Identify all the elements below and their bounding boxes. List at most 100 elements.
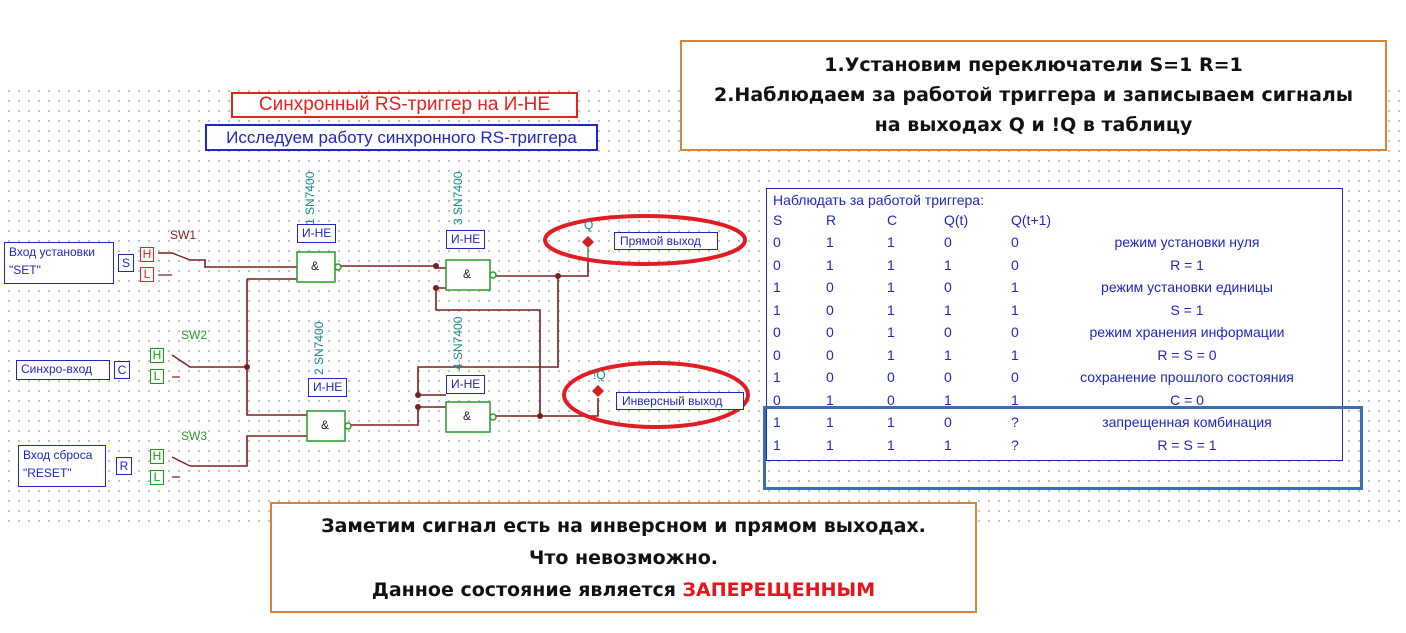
table-cell: 1 xyxy=(826,391,834,408)
inverse-output-label: Инверсный выход xyxy=(616,392,744,410)
table-row: 1 1 1 0? запрещенная комбинация xyxy=(767,414,1344,436)
circuit-title: Синхронный RS-триггер на И-НЕ xyxy=(231,92,578,118)
table-cell: 0 xyxy=(773,234,781,250)
table-cell: 0 xyxy=(826,324,834,340)
clock-signal: C xyxy=(114,361,130,379)
instruction-line-3: на выходах Q и !Q в таблицу xyxy=(874,114,1193,136)
gate-symbol-4: & xyxy=(463,409,472,423)
reset-signal: R xyxy=(116,457,132,475)
conclusion-prefix: Данное состояние является xyxy=(371,579,683,601)
sw3-high-toggle[interactable]: H xyxy=(150,449,164,464)
table-cell: 0 xyxy=(944,414,952,430)
instruction-note: 1.Установим переключатели S=1 R=1 2.Набл… xyxy=(680,40,1387,151)
table-cell: 1 xyxy=(773,301,781,318)
gate-symbol-3: & xyxy=(463,267,472,281)
table-cell: 0 xyxy=(773,391,781,408)
set-signal: S xyxy=(118,254,134,272)
chip-label-3: 3 SN7400 xyxy=(451,171,465,225)
table-cell: 1 xyxy=(773,436,781,453)
table-row-note: запрещенная комбинация xyxy=(1102,414,1272,430)
table-cell: 1 xyxy=(1011,301,1019,318)
table-cell: 0 xyxy=(944,234,952,250)
table-row-note: режим установки единицы xyxy=(1101,279,1273,295)
table-row-note: R = 1 xyxy=(1170,256,1204,273)
set-input-label-line1: Вход установки xyxy=(9,245,96,259)
table-cell: 1 xyxy=(773,414,781,430)
reset-input-label: Вход сброса "RESET" xyxy=(18,445,106,487)
table-cell: 1 xyxy=(887,414,895,430)
table-cell: 1 xyxy=(887,256,895,273)
sw1-low-toggle[interactable]: L xyxy=(140,267,154,282)
table-cell: 1 xyxy=(826,256,834,273)
table-cell: 1 xyxy=(826,234,834,250)
table-cell: 1 xyxy=(773,369,781,385)
table-cell: 0 xyxy=(826,346,834,363)
table-cell: ? xyxy=(1011,414,1019,430)
instruction-line-2: 2.Наблюдаем за работой триггера и записы… xyxy=(713,84,1354,106)
table-cell: 1 xyxy=(1011,279,1019,295)
gate-type-label-4: И-НЕ xyxy=(446,375,486,394)
q-pin-label: Q xyxy=(584,218,594,232)
table-row-note: R = S = 0 xyxy=(1157,346,1217,363)
table-cell: 0 xyxy=(887,369,895,385)
table-cell: 1 xyxy=(1011,346,1019,363)
table-cell: 0 xyxy=(826,279,834,295)
set-input-label: Вход установки "SET" xyxy=(4,242,114,284)
not-q-pin-label: !Q xyxy=(593,368,606,382)
table-cell: 1 xyxy=(887,301,895,318)
table-cell: 0 xyxy=(826,301,834,318)
table-row-note: C = 0 xyxy=(1170,391,1204,408)
clock-input-label-line1: Синхро-вход xyxy=(21,362,92,376)
table-row-note: режим хранения информации xyxy=(1089,324,1285,340)
switch-name-sw1: SW1 xyxy=(170,228,197,242)
chip-label-1: 1 SN7400 xyxy=(303,171,317,225)
sw3-low-toggle[interactable]: L xyxy=(150,470,164,485)
table-row: 1 0 1 1 1 S = 1 xyxy=(767,302,1344,324)
gate-type-label-2: И-НЕ xyxy=(308,378,348,397)
sw2-low-toggle[interactable]: L xyxy=(150,369,164,384)
header-qt1: Q(t+1) xyxy=(1011,212,1052,228)
table-row-note: R = S = 1 xyxy=(1157,436,1217,453)
conclusion-line-3: Данное состояние является ЗАПЕРЕЩЕННЫМ xyxy=(272,574,975,606)
chip-label-4: 4 SN7400 xyxy=(451,316,465,370)
circuit-subtitle: Исследуем работу синхронного RS-триггера xyxy=(205,124,598,151)
clock-input-label: Синхро-вход xyxy=(16,360,110,380)
chip-label-2: 2 SN7400 xyxy=(312,321,326,375)
table-row-note: режим установки нуля xyxy=(1114,234,1260,250)
sw1-high-toggle[interactable]: H xyxy=(140,247,154,262)
table-cell: 1 xyxy=(1011,391,1019,408)
table-cell: 1 xyxy=(887,436,895,453)
conclusion-line-2: Что невозможно. xyxy=(528,547,719,569)
gate-type-label-1: И-НЕ xyxy=(297,224,337,243)
table-row-note: сохранение прошлого состояния xyxy=(1080,369,1294,385)
table-cell: 1 xyxy=(944,436,952,453)
table-cell: 1 xyxy=(773,279,781,295)
table-cell: 1 xyxy=(944,301,952,318)
gate-symbol-1: & xyxy=(311,259,320,273)
table-row-note: S = 1 xyxy=(1170,301,1204,318)
table-cell: 0 xyxy=(773,256,781,273)
table-cell: 0 xyxy=(773,346,781,363)
conclusion-note: Заметим сигнал есть на инверсном и прямо… xyxy=(270,502,977,613)
table-cell: 1 xyxy=(826,414,834,430)
gate-symbol-2: & xyxy=(321,418,330,432)
table-cell: 0 xyxy=(1011,369,1019,385)
table-cell: 1 xyxy=(887,279,895,295)
header-s: S xyxy=(773,212,783,228)
sw2-high-toggle[interactable]: H xyxy=(150,348,164,363)
switch-name-sw2: SW2 xyxy=(181,328,208,342)
header-qt: Q(t) xyxy=(944,212,969,228)
reset-input-label-line2: "RESET" xyxy=(23,466,72,480)
table-cell: 0 xyxy=(1011,324,1019,340)
direct-output-label: Прямой выход xyxy=(614,232,718,250)
table-cell: 1 xyxy=(887,324,895,340)
forbidden-rows-highlight xyxy=(763,406,1363,490)
table-cell: 1 xyxy=(887,346,895,363)
truth-table-header: S R C Q(t) Q(t+1) xyxy=(767,212,1344,234)
header-c: C xyxy=(887,212,898,228)
table-cell: 0 xyxy=(826,369,834,385)
